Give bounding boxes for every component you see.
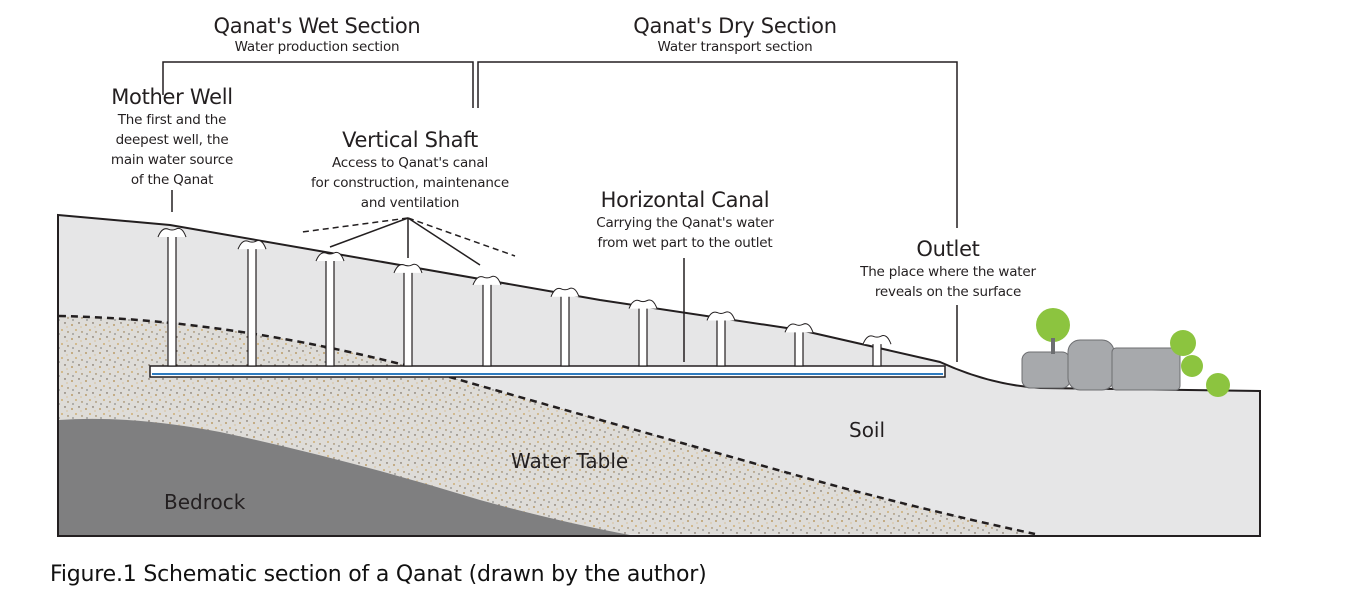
mother-well-label: Mother Well The first and the deepest we… bbox=[92, 85, 252, 190]
water-table-line bbox=[58, 314, 1036, 536]
spoil-mound bbox=[393, 263, 423, 274]
spoil-mound bbox=[862, 335, 892, 345]
outlet-line: reveals on the surface bbox=[874, 284, 1022, 301]
vertical-shaft bbox=[872, 341, 882, 367]
wet-section-title: Qanat's Wet Section bbox=[213, 14, 421, 38]
vertical-shaft-title: Vertical Shaft bbox=[342, 128, 478, 152]
wet-section-bracket bbox=[162, 61, 474, 108]
bedrock-layer bbox=[59, 418, 630, 535]
wet-section-label: Qanat's Wet Section Water production sec… bbox=[202, 14, 432, 55]
village bbox=[1021, 308, 1230, 397]
outlet-line: The place where the water bbox=[860, 264, 1036, 281]
wet-section-subtitle: Water production section bbox=[234, 39, 400, 56]
spoil-mound bbox=[628, 299, 658, 309]
outlet-title: Outlet bbox=[916, 237, 980, 261]
spoil-mound bbox=[237, 240, 267, 250]
mother-well-line: deepest well, the bbox=[115, 132, 229, 149]
pointer-arrows bbox=[171, 190, 958, 362]
dry-section-label: Qanat's Dry Section Water transport sect… bbox=[620, 14, 850, 55]
vertical-shaft bbox=[560, 294, 570, 367]
horizontal-canal-line: Carrying the Qanat's water bbox=[596, 215, 774, 232]
vertical-shaft bbox=[716, 317, 726, 367]
mother-well-line: main water source bbox=[110, 152, 234, 169]
mother-well-title: Mother Well bbox=[111, 85, 233, 109]
figure-caption: Figure.1 Schematic section of a Qanat (d… bbox=[50, 562, 707, 587]
spoil-mound bbox=[315, 251, 345, 262]
spoil-mound bbox=[550, 287, 580, 297]
vertical-shaft bbox=[794, 329, 804, 367]
soil-label: Soil bbox=[849, 418, 886, 442]
horizontal-canal-title: Horizontal Canal bbox=[600, 188, 770, 212]
vertical-shaft-line: and ventilation bbox=[360, 195, 460, 212]
spoil-mound bbox=[157, 227, 187, 238]
outlet-label: Outlet The place where the water reveals… bbox=[838, 237, 1058, 302]
dry-section-title: Qanat's Dry Section bbox=[633, 14, 837, 38]
vertical-shaft-line: for construction, maintenance bbox=[310, 175, 510, 192]
mother-well-line: The first and the bbox=[117, 112, 227, 129]
mother-well-line: of the Qanat bbox=[130, 172, 214, 189]
horizontal-canal bbox=[149, 365, 946, 378]
horizontal-canal-line: from wet part to the outlet bbox=[597, 235, 773, 252]
dry-section-subtitle: Water transport section bbox=[657, 39, 813, 56]
vertical-shaft bbox=[638, 306, 648, 367]
mother-well-shaft bbox=[167, 234, 177, 367]
dry-section-bracket bbox=[477, 61, 958, 228]
vertical-shaft-line: Access to Qanat's canal bbox=[331, 155, 489, 172]
vertical-shaft bbox=[482, 282, 492, 367]
vertical-shaft bbox=[247, 246, 257, 367]
spoil-mound bbox=[472, 275, 502, 286]
horizontal-canal-label: Horizontal Canal Carrying the Qanat's wa… bbox=[575, 188, 795, 253]
vertical-shaft bbox=[325, 258, 335, 367]
water-table-label: Water Table bbox=[511, 449, 629, 473]
spoil-mound bbox=[706, 311, 736, 321]
vertical-shaft-label: Vertical Shaft Access to Qanat's canal f… bbox=[300, 128, 520, 213]
spoil-mound bbox=[784, 323, 814, 333]
vertical-shaft bbox=[403, 270, 413, 367]
bedrock-label: Bedrock bbox=[164, 490, 246, 514]
